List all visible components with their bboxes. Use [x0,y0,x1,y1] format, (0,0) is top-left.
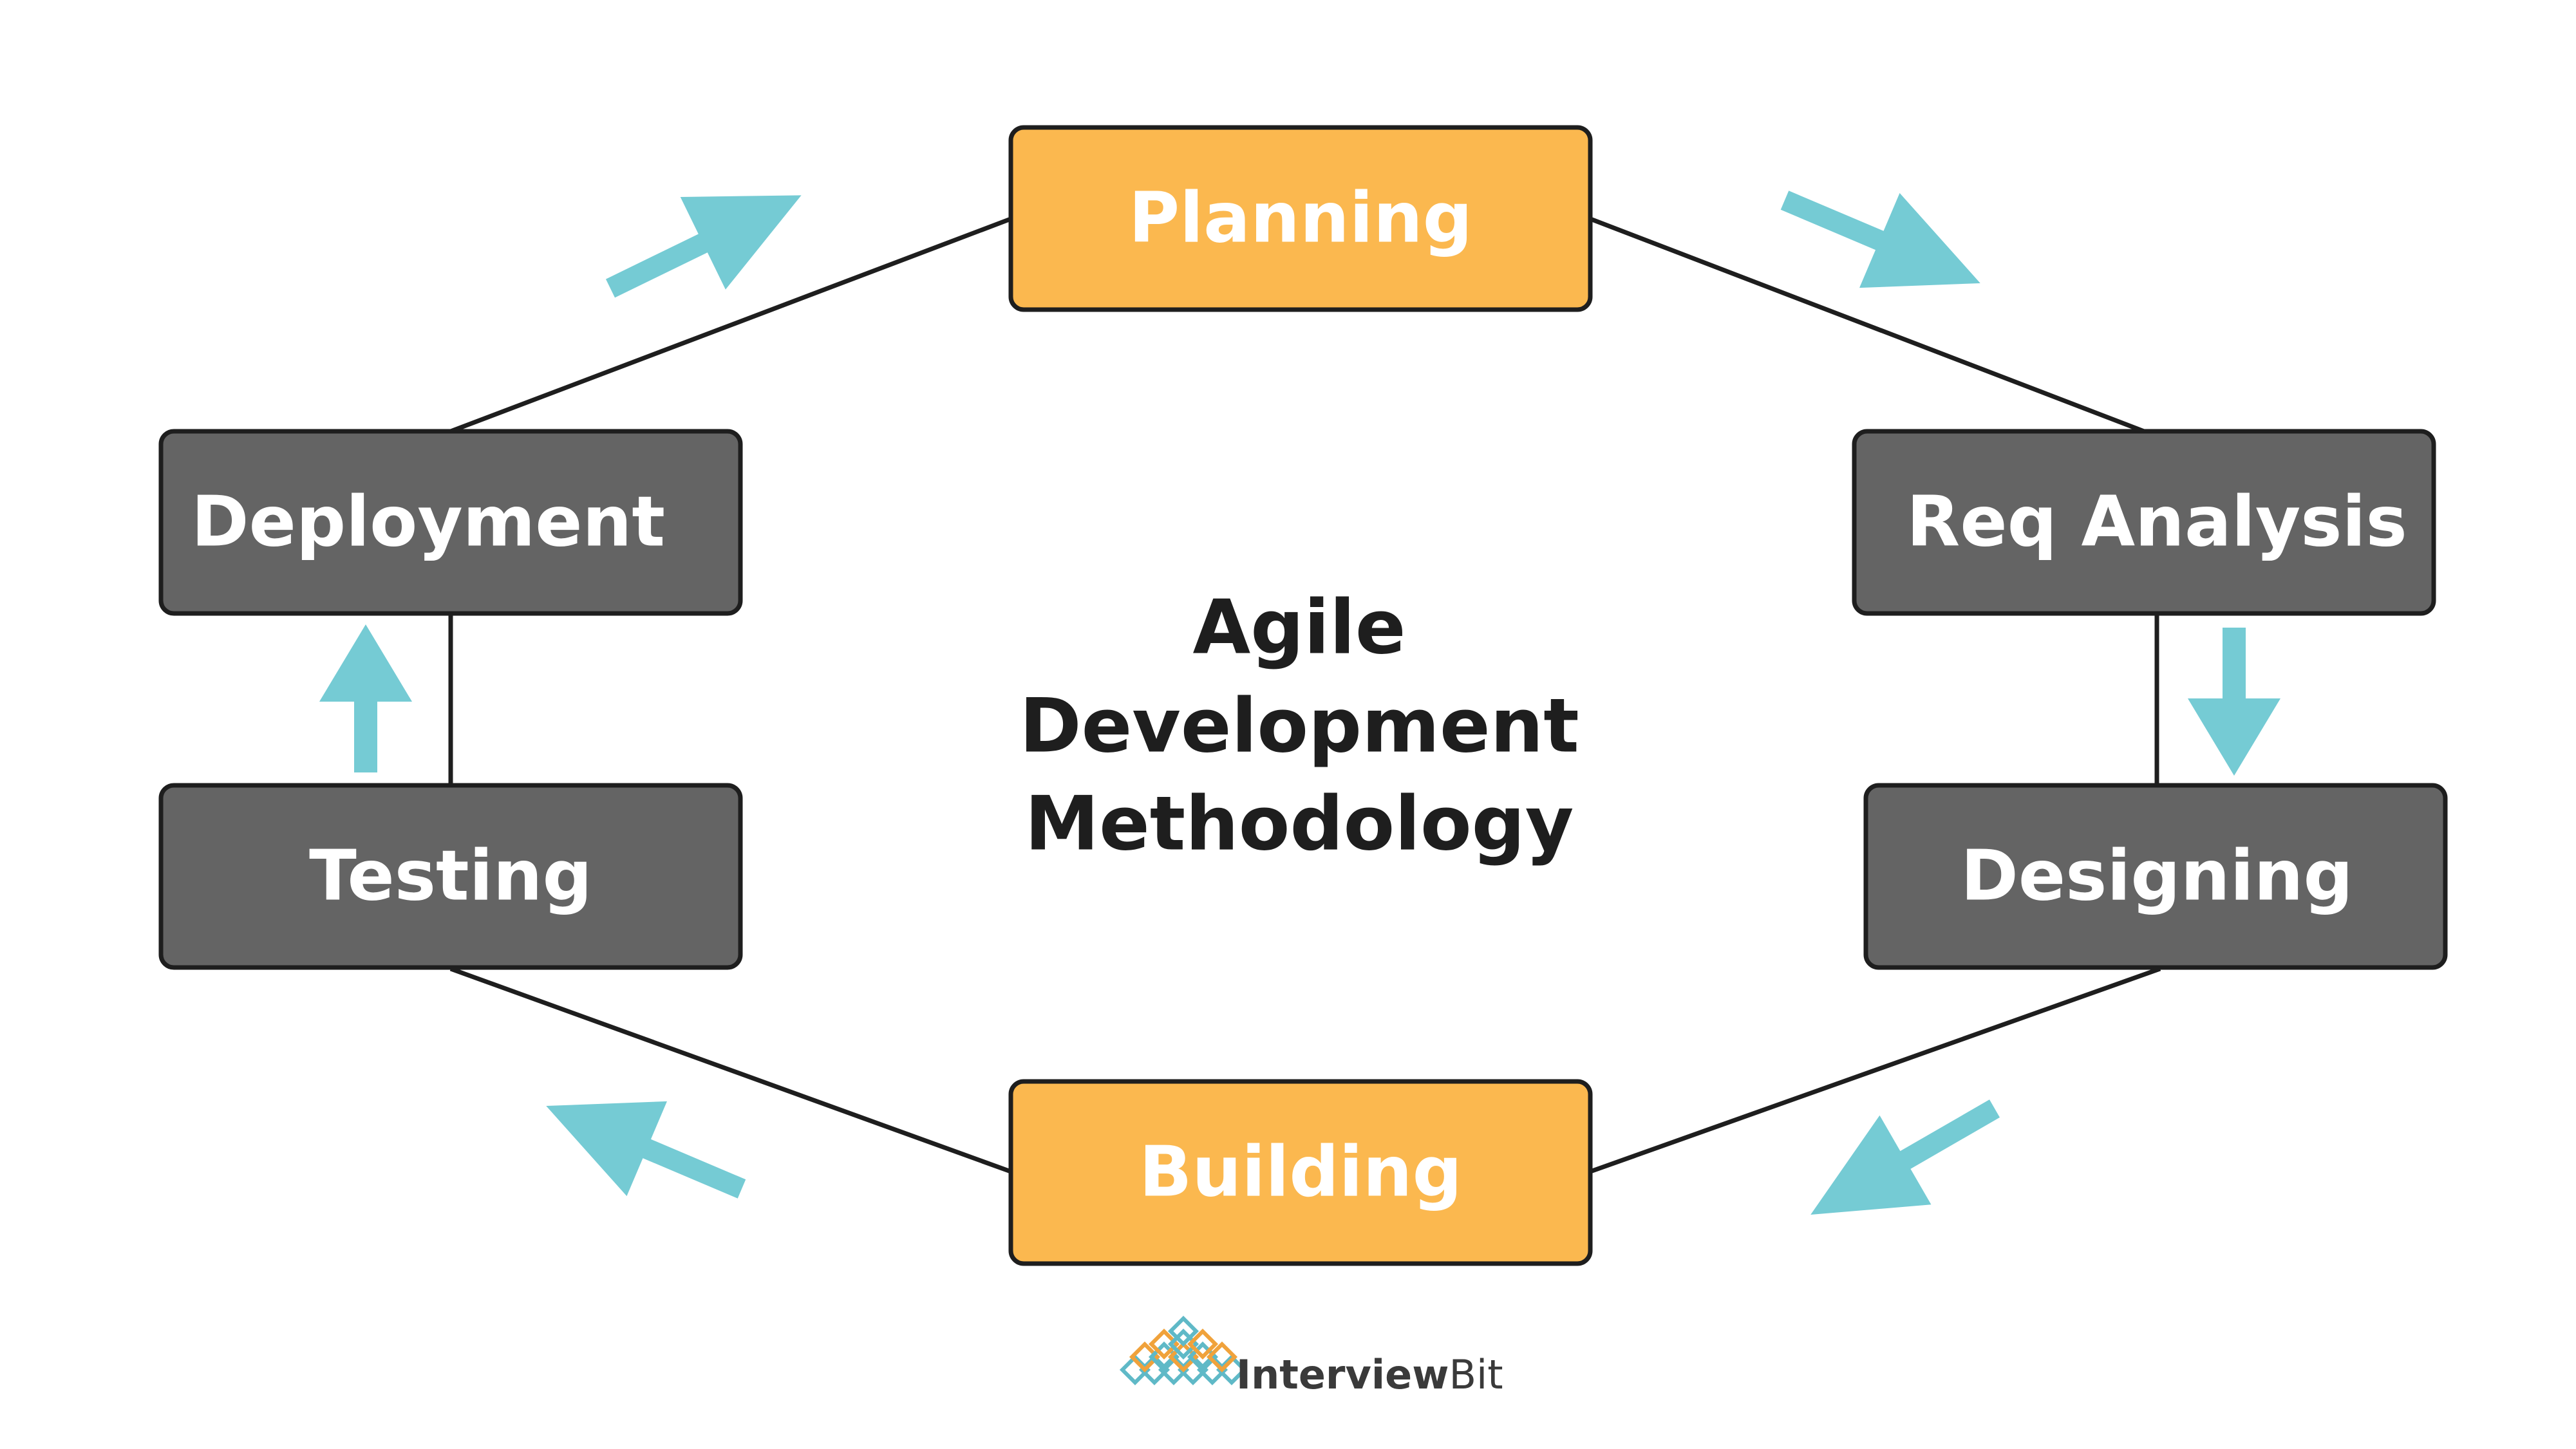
logo-mark-icon [1119,1315,1248,1386]
connector-planning-req-analysis [1589,216,2145,434]
stage-box [1852,429,2436,616]
arrow-to-req-analysis-icon [1780,191,1980,288]
arrow-to-planning-icon [605,195,802,298]
stage-label: Designing [1960,836,2353,917]
stage-box [1863,783,2448,970]
connector-deployment-planning [449,216,1012,434]
flow-arrows [319,191,2280,1215]
arrow-to-testing-icon [546,1101,746,1199]
stage-label: Req Analysis [1906,482,2407,563]
stage-designing: Designing [1863,783,2448,970]
brand-name-part-2: Bit [1449,1351,1503,1398]
brand-name: InterviewBit [1236,1351,1503,1398]
stage-box [158,429,743,616]
brand-name-part-1: Interview [1236,1351,1449,1398]
stage-req-analysis: Req Analysis [1852,429,2436,616]
center-title-line-3: Methodology [1025,781,1574,868]
stage-label: Testing [309,836,592,917]
connector-building-testing [449,966,1012,1174]
stage-label: Planning [1129,178,1472,259]
connector-lines [448,216,2161,1174]
stage-label: Building [1139,1132,1462,1213]
arrow-to-designing-icon [2188,628,2280,776]
stage-planning: Planning [1008,125,1593,312]
arrow-to-deployment-icon [319,624,412,772]
arrow-to-building-icon [1810,1099,2000,1215]
stage-testing: Testing [158,783,743,970]
center-title: Agile Development Methodology [1019,584,1579,868]
center-title-line-1: Agile [1192,584,1406,671]
stage-building: Building [1008,1079,1593,1266]
connector-designing-building [1589,966,2161,1174]
stage-box [1008,1079,1593,1266]
stage-box [1008,125,1593,312]
stage-box [158,783,743,970]
center-title-line-2: Development [1019,683,1579,770]
stage-label: Deployment [191,482,665,563]
brand-logo: InterviewBit [1119,1315,1503,1398]
stage-deployment: Deployment [158,429,743,616]
